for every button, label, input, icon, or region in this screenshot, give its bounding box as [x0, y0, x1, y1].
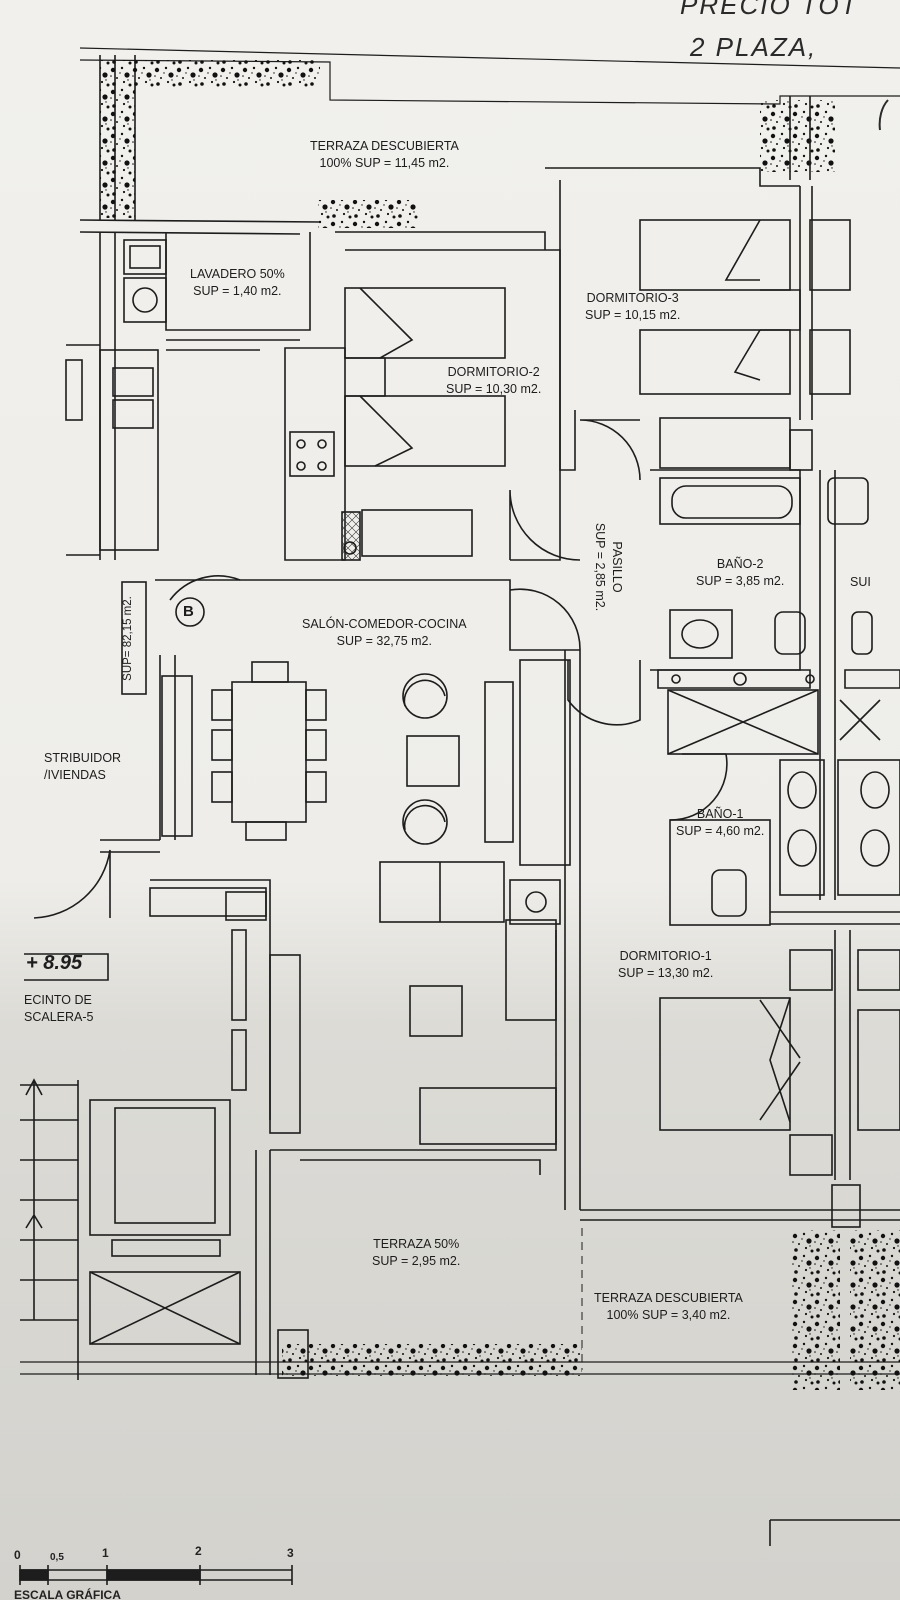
room-name: DORMITORIO-2 [447, 365, 540, 379]
room-area: 100% SUP = 3,40 m2. [606, 1308, 731, 1322]
room-name-2: /IVIENDAS [44, 768, 106, 782]
room-area: SUP = 10,15 m2. [585, 308, 681, 322]
scale-bar-title: ESCALA GRÁFICA [14, 1588, 121, 1600]
room-label-bano-1: BAÑO-1 SUP = 4,60 m2. [676, 806, 764, 840]
room-label-recinto: ECINTO DE SCALERA-5 [24, 992, 93, 1026]
unit-letter-badge: B [183, 603, 194, 620]
room-label-terraza-top: TERRAZA DESCUBIERTA 100% SUP = 11,45 m2. [310, 138, 459, 172]
room-area: SUP = 2,95 m2. [372, 1254, 461, 1268]
room-name: STRIBUIDOR [44, 751, 122, 765]
room-area: SUP = 1,40 m2. [193, 284, 282, 298]
room-name: SALÓN-COMEDOR-COCINA [302, 617, 467, 631]
room-area: SUP = 3,85 m2. [696, 574, 785, 588]
scale-tick-1: 1 [102, 1546, 109, 1560]
room-label-dormitorio-3: DORMITORIO-3 SUP = 10,15 m2. [585, 290, 680, 324]
room-name-2: SCALERA-5 [24, 1010, 94, 1024]
room-name: DORMITORIO-3 [586, 291, 679, 305]
room-label-dormitorio-1: DORMITORIO-1 SUP = 13,30 m2. [618, 948, 713, 982]
room-label-pasillo: PASILLO SUP = 2,85 m2. [591, 523, 625, 611]
room-area: SUP = 4,60 m2. [676, 824, 765, 838]
room-name: TERRAZA 50% [373, 1237, 460, 1251]
room-area: SUP = 10,30 m2. [446, 382, 542, 396]
total-area-tag: SUP= 82,15 m2. [121, 596, 134, 681]
scale-tick-3: 3 [287, 1546, 294, 1560]
room-label-terraza-50: TERRAZA 50% SUP = 2,95 m2. [372, 1236, 460, 1270]
handwritten-price-note: PRECIO TOT [680, 0, 859, 20]
room-label-bano-2: BAÑO-2 SUP = 3,85 m2. [696, 556, 784, 590]
room-name: PASILLO [610, 541, 625, 593]
room-label-lavadero: LAVADERO 50% SUP = 1,40 m2. [190, 266, 285, 300]
room-name: TERRAZA DESCUBIERTA [310, 139, 459, 153]
room-label-dormitorio-2: DORMITORIO-2 SUP = 10,30 m2. [446, 364, 541, 398]
room-name: BAÑO-1 [696, 807, 744, 821]
room-label-salon: SALÓN-COMEDOR-COCINA SUP = 32,75 m2. [302, 616, 467, 650]
room-label-bano-neighbor: SUI [850, 575, 871, 589]
room-label-distribuidor: STRIBUIDOR /IVIENDAS [44, 750, 121, 784]
room-name: LAVADERO 50% [190, 267, 285, 281]
room-name: DORMITORIO-1 [619, 949, 712, 963]
room-area: 100% SUP = 11,45 m2. [319, 156, 450, 170]
room-name: TERRAZA DESCUBIERTA [594, 1291, 743, 1305]
room-area: SUP = 13,30 m2. [618, 966, 714, 980]
room-name: BAÑO-2 [716, 557, 764, 571]
scale-tick-0-5: 0,5 [50, 1552, 64, 1563]
room-name: ECINTO DE [24, 993, 92, 1007]
room-area: SUP = 2,85 m2. [593, 522, 608, 612]
handwritten-parking-note: 2 PLAZA, [690, 32, 818, 62]
room-area: SUP = 32,75 m2. [336, 634, 432, 648]
scale-tick-0: 0 [14, 1548, 21, 1562]
scale-tick-2: 2 [195, 1544, 202, 1558]
room-label-terraza-bottom: TERRAZA DESCUBIERTA 100% SUP = 3,40 m2. [594, 1290, 743, 1324]
level-marker: + 8.95 [26, 952, 83, 974]
